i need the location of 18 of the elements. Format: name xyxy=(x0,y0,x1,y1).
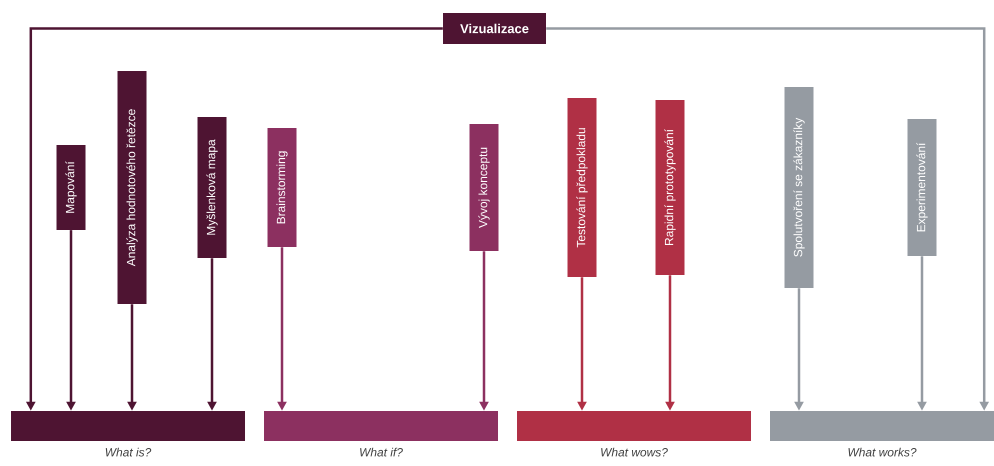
label-box: Brainstorming xyxy=(268,128,296,247)
node-label: What if? xyxy=(360,448,403,456)
node-label: What wows? xyxy=(601,448,668,456)
label-box: Experimentování xyxy=(908,118,936,256)
title-box: Vizualizace xyxy=(443,13,546,44)
label-box: Analýza hodnotového řetězce xyxy=(118,70,146,304)
label-box: Mapování xyxy=(56,144,86,230)
label-box: Testování předpokladu xyxy=(568,98,596,277)
label-box: Spolutvoření se zákazníky xyxy=(784,86,814,288)
label-box: Myšlenková mapa xyxy=(198,116,226,258)
node-label: What is? xyxy=(106,448,152,456)
category-bar: What works? xyxy=(770,410,994,456)
label-box: Rapidní prototypování xyxy=(656,100,684,275)
category-bar: What wows? xyxy=(517,410,751,456)
category-bar: What is? xyxy=(11,410,245,456)
label-box: Vývoj konceptu xyxy=(470,124,498,251)
category-bar: What if? xyxy=(264,410,498,456)
node-label: What works? xyxy=(848,448,916,456)
